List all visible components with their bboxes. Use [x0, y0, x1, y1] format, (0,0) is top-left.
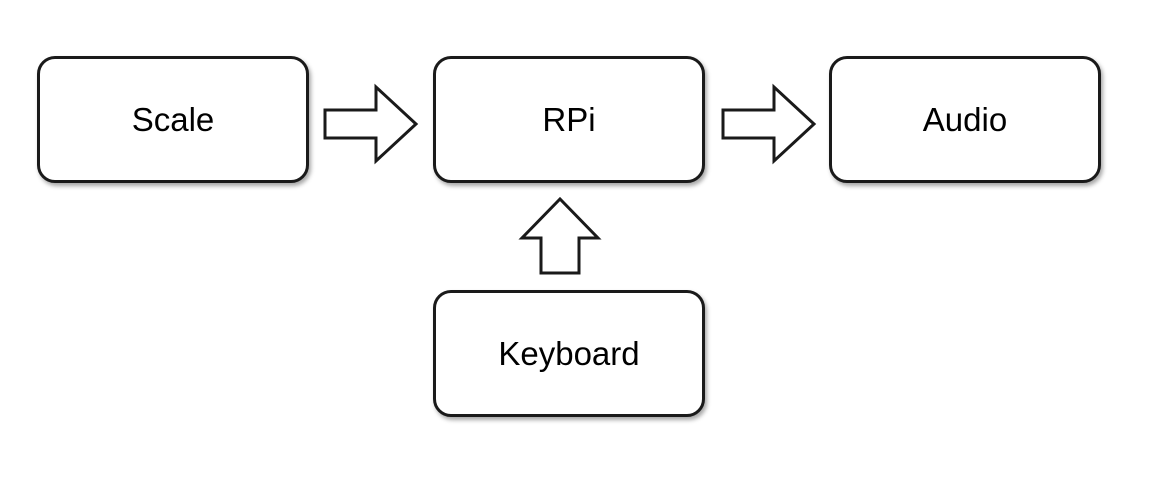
arrow-scale-to-rpi [323, 83, 419, 165]
node-rpi-label: RPi [542, 100, 596, 138]
node-audio-label: Audio [922, 100, 1008, 138]
arrow-rpi-to-audio [721, 83, 817, 165]
node-scale-label: Scale [131, 100, 215, 138]
node-audio: Audio [829, 56, 1101, 183]
node-keyboard: Keyboard [433, 290, 705, 417]
arrow-keyboard-to-rpi [518, 196, 602, 275]
node-scale: Scale [37, 56, 309, 183]
node-keyboard-label: Keyboard [498, 334, 640, 372]
node-rpi: RPi [433, 56, 705, 183]
